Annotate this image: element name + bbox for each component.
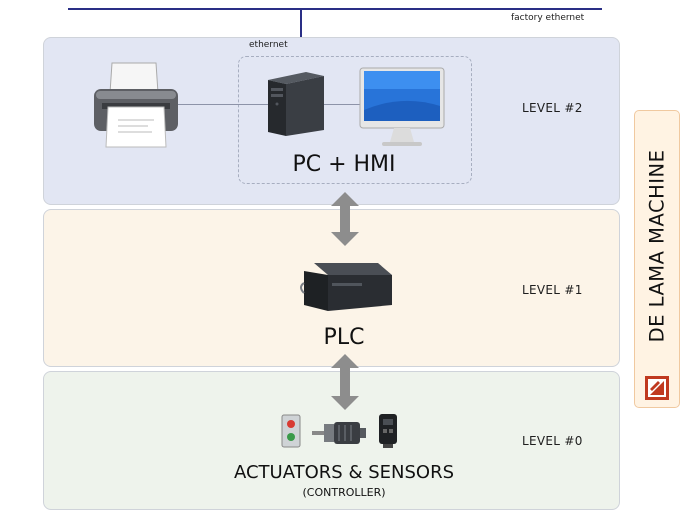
logo-icon xyxy=(644,375,670,405)
level-0-title: ACTUATORS & SENSORS xyxy=(233,462,455,483)
level-0-subtitle: (CONTROLLER) xyxy=(302,486,386,499)
level-1-label: LEVEL #1 xyxy=(522,283,583,297)
double-arrow-icon xyxy=(331,354,359,414)
monitor-link xyxy=(324,104,360,105)
double-arrow-icon xyxy=(331,192,359,250)
level-2-label: LEVEL #2 xyxy=(522,101,583,115)
factory-ethernet-label: factory ethernet xyxy=(511,13,585,23)
printer-link xyxy=(176,104,268,105)
push-button-icon xyxy=(280,414,302,452)
sensor-icon xyxy=(377,413,399,453)
level-1-title: PLC xyxy=(323,325,365,350)
printer-icon xyxy=(92,61,180,155)
pc-tower-icon xyxy=(266,70,326,142)
level-2-title: PC + HMI xyxy=(292,152,396,177)
monitor-icon xyxy=(358,66,446,152)
brand-name: DE LAMA MACHINE xyxy=(645,149,669,343)
ethernet-label: ethernet xyxy=(249,40,288,50)
level-0-label: LEVEL #0 xyxy=(522,434,583,448)
plc-icon xyxy=(298,261,394,321)
pc-hmi-group xyxy=(238,56,472,184)
brand-logo: DE LAMA MACHINE xyxy=(634,110,680,408)
motor-icon xyxy=(312,420,368,452)
factory-ethernet-line xyxy=(68,8,602,10)
